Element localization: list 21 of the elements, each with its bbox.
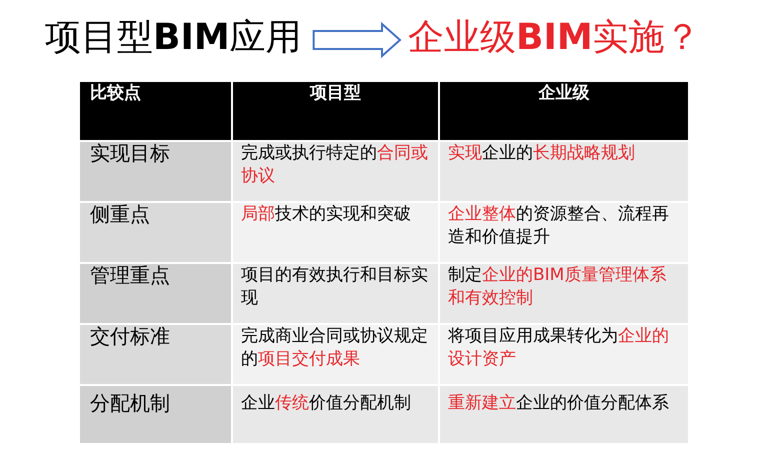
arrow — [312, 22, 402, 58]
table-cell: 重新建立企业的价值分配体系 — [440, 386, 688, 443]
title-text: 项目型BIM应用 — [45, 16, 302, 60]
column-header: 比较点 — [80, 82, 231, 140]
column-header: 企业级 — [440, 82, 688, 140]
table-cell: 企业整体的资源整合、流程再造和价值提升 — [440, 203, 688, 262]
table-cell: 实现目标 — [80, 142, 231, 201]
table-cell: 分配机制 — [80, 386, 231, 443]
table-cell: 企业传统价值分配机制 — [233, 386, 438, 443]
table-cell: 完成或执行特定的合同或协议 — [233, 142, 438, 201]
table-cell: 局部技术的实现和突破 — [233, 203, 438, 262]
table-cell: 将项目应用成果转化为企业的设计资产 — [440, 325, 688, 384]
column-header: 项目型 — [233, 82, 438, 140]
table-cell: 完成商业合同或协议规定的项目交付成果 — [233, 325, 438, 384]
table-cell: 项目的有效执行和目标实现 — [233, 264, 438, 323]
table-cell: 侧重点 — [80, 203, 231, 262]
table-cell: 实现企业的长期战略规划 — [440, 142, 688, 201]
table-cell: 制定企业的BIM质量管理体系和有效控制 — [440, 264, 688, 323]
title-text: 企业级BIM实施？ — [408, 16, 701, 60]
table-cell: 管理重点 — [80, 264, 231, 323]
table-cell: 交付标准 — [80, 325, 231, 384]
